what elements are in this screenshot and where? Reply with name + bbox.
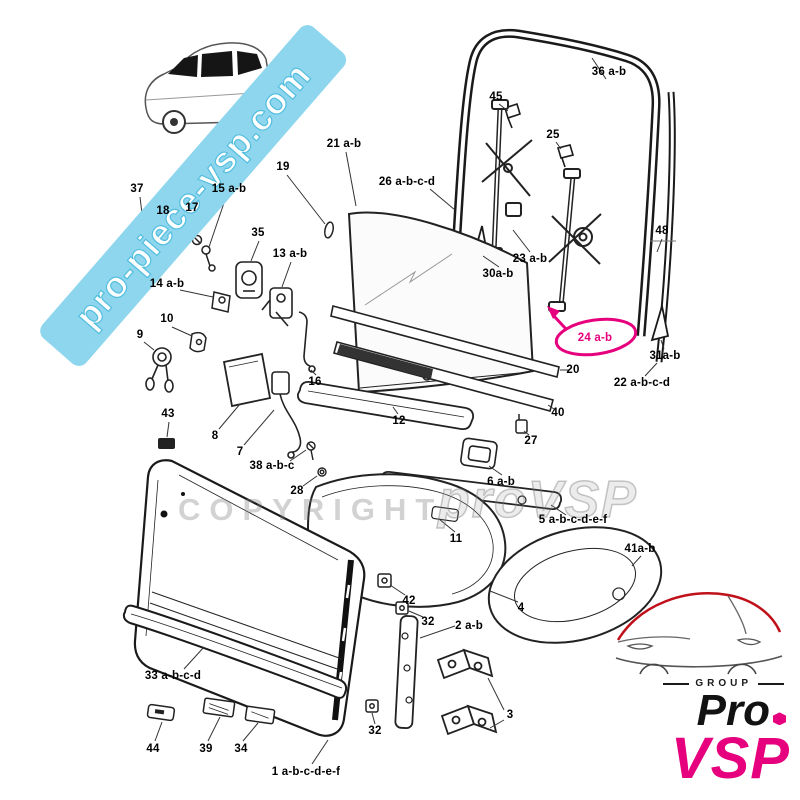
corner-seal-31 <box>650 305 670 342</box>
logo-pro-text: Pro <box>590 689 786 733</box>
part-label-1-a-b-c-d-e-f: 1 a-b-c-d-e-f <box>271 766 341 778</box>
part-label-39: 39 <box>199 743 213 755</box>
part-label-15-a-b: 15 a-b <box>211 183 247 195</box>
lock-barrel-keys-9 <box>145 347 174 393</box>
rod-16 <box>298 311 316 373</box>
clip-27 <box>515 414 528 434</box>
part-label-21-a-b: 21 a-b <box>326 138 362 150</box>
part-label-31a-b: 31a-b <box>649 350 681 362</box>
part-label-3: 3 <box>506 709 514 721</box>
copyright-brand-watermark: proVSP <box>437 470 638 530</box>
pad-43 <box>158 438 175 449</box>
part-label-23-a-b: 23 a-b <box>512 253 548 265</box>
part-label-41a-b: 41a-b <box>624 543 656 555</box>
part-label-38-a-b-c: 38 a-b-c <box>249 460 295 472</box>
window-regulator-rear <box>548 168 602 312</box>
part-label-6-a-b: 6 a-b <box>487 476 515 488</box>
part-label-44: 44 <box>146 743 160 755</box>
provsp-logo: GROUP Pro VSP <box>590 580 790 791</box>
waist-seal-outer <box>330 305 560 378</box>
rivet-15 <box>201 245 216 272</box>
latch-13 <box>261 287 293 327</box>
part-label-32: 32 <box>368 725 382 737</box>
part-label-40: 40 <box>551 407 565 419</box>
part-label-4: 4 <box>517 602 525 614</box>
part-label-45: 45 <box>489 91 503 103</box>
logo-hexagon-icon <box>773 712 786 726</box>
lower-trim-strip <box>296 381 475 431</box>
part-label-5-a-b-c-d-e-f: 5 a-b-c-d-e-f <box>538 514 608 526</box>
part-label-22-a-b-c-d: 22 a-b-c-d <box>613 377 671 389</box>
clip-32-upper <box>395 601 409 615</box>
part-label-8: 8 <box>211 430 219 442</box>
part-label-42: 42 <box>402 595 416 607</box>
clip-32-lower <box>365 699 379 713</box>
part-label-27: 27 <box>524 435 538 447</box>
catch-10 <box>189 331 207 353</box>
part-label-32: 32 <box>421 616 435 628</box>
highlight-24 <box>547 306 638 357</box>
part-label-34: 34 <box>234 743 248 755</box>
check-strap <box>394 615 419 729</box>
logo-car-sketch-icon <box>615 592 783 675</box>
window-frame-seal <box>452 28 661 337</box>
hinge-upper <box>436 648 494 680</box>
waist-seal-inner <box>333 341 554 412</box>
part-label-9: 9 <box>136 329 144 341</box>
part-label-17: 17 <box>185 202 199 214</box>
part-label-26-a-b-c-d: 26 a-b-c-d <box>378 176 436 188</box>
badge-44 <box>146 703 176 722</box>
lock-35 <box>235 261 263 299</box>
logo-group-text: GROUP <box>695 678 752 690</box>
part-label-19: 19 <box>276 161 290 173</box>
logo-group-row: GROUP <box>590 678 784 689</box>
plate-8 <box>222 352 272 408</box>
logo-rule-right <box>758 682 784 685</box>
part-label-25: 25 <box>546 129 560 141</box>
side-molding <box>122 604 348 699</box>
part-label-43: 43 <box>161 408 175 420</box>
part-label-33-a-b-c-d: 33 a-b-c-d <box>144 670 202 682</box>
part-label-30a-b: 30a-b <box>482 268 514 280</box>
pin-19 <box>323 221 335 239</box>
logo-vsp-text: VSP <box>670 725 790 791</box>
bracket-6 <box>460 437 498 470</box>
part-label-48: 48 <box>655 225 669 237</box>
hinge-lower <box>440 704 498 736</box>
copyright-watermark: COPYRIGHT <box>178 492 444 527</box>
part-label-35: 35 <box>251 227 265 239</box>
part-label-37: 37 <box>130 183 144 195</box>
part-label-14-a-b: 14 a-b <box>149 278 185 290</box>
part-label-16: 16 <box>308 376 322 388</box>
clip-25 <box>556 144 575 168</box>
part-label-12: 12 <box>392 415 406 427</box>
part-label-36-a-b: 36 a-b <box>591 66 627 78</box>
badge-39 <box>202 697 236 718</box>
striker-14 <box>211 291 231 313</box>
badge-34 <box>244 705 276 725</box>
nut-28 <box>317 467 327 477</box>
clip-42 <box>377 573 392 588</box>
part-label-24-a-b: 24 a-b <box>577 332 613 344</box>
part-label-18: 18 <box>156 205 170 217</box>
part-label-13-a-b: 13 a-b <box>272 248 308 260</box>
part-label-28: 28 <box>290 485 304 497</box>
actuator-7 <box>271 371 302 459</box>
part-label-20: 20 <box>566 364 580 376</box>
window-regulator-front <box>481 99 533 258</box>
part-label-7: 7 <box>236 446 244 458</box>
part-label-10: 10 <box>160 313 174 325</box>
screw-38 <box>306 441 316 461</box>
part-label-2-a-b: 2 a-b <box>455 620 483 632</box>
part-label-11: 11 <box>449 533 463 545</box>
logo-rule-left <box>663 682 690 685</box>
